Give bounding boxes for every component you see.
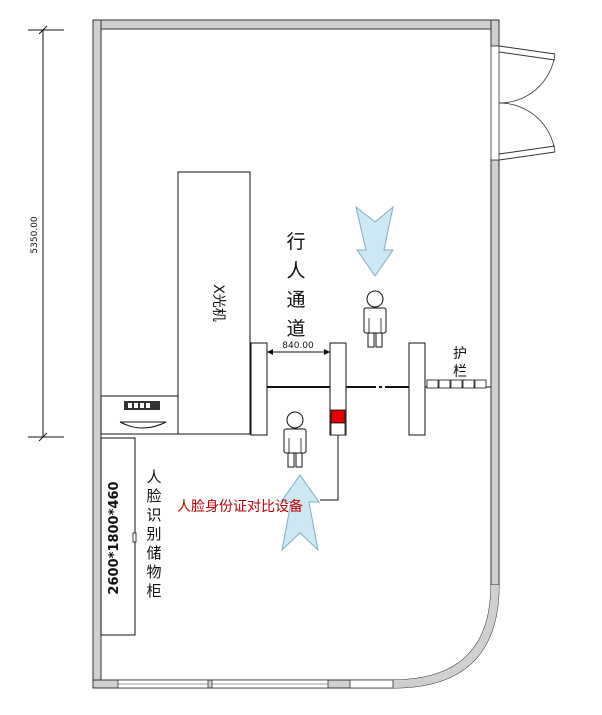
up-arrow-icon [280,474,320,552]
svg-text:别: 别 [146,525,161,543]
height-dimension-label: 5350.00 [30,216,40,253]
bottom-openings [117,679,394,689]
xray-machine-label: X光机 [210,284,226,322]
svg-text:柜: 柜 [146,582,161,600]
passage-width-label: 840.00 [282,341,314,351]
height-dimension: 5350.00 [28,25,64,442]
device-leader-line [320,435,339,501]
passage-dimension: 840.00 [267,341,330,355]
turnstiles [250,342,491,436]
double-door [490,45,556,161]
person-icon [363,290,387,348]
xray-machine: X光机 [177,171,251,435]
storage-cabinet: 2600*1800*460 [100,437,137,636]
cabinet-size-label: 2600*1800*460 [107,481,122,594]
svg-text:行: 行 [286,231,305,253]
svg-text:识: 识 [146,506,161,524]
cabinet-label: 人 脸 识 别 储 物 柜 [146,468,161,600]
door-swing-icon [498,45,556,161]
svg-text:人: 人 [146,468,161,486]
pedestrian-passage-label: 行 人 通 道 [286,231,305,340]
svg-text:通: 通 [286,289,305,311]
face-terminal [100,395,179,435]
face-id-device-label: 人脸身份证对比设备 [177,498,303,515]
face-id-device [330,409,346,424]
svg-text:人: 人 [286,260,305,282]
down-arrow-icon [355,205,394,277]
svg-text:护: 护 [453,346,467,362]
svg-text:脸: 脸 [146,487,161,505]
svg-text:储: 储 [146,544,161,562]
svg-text:道: 道 [286,318,305,340]
guardrail-label: 护 栏 [453,346,467,380]
person-icon [283,411,307,468]
svg-text:物: 物 [146,563,161,581]
svg-text:栏: 栏 [453,364,467,380]
